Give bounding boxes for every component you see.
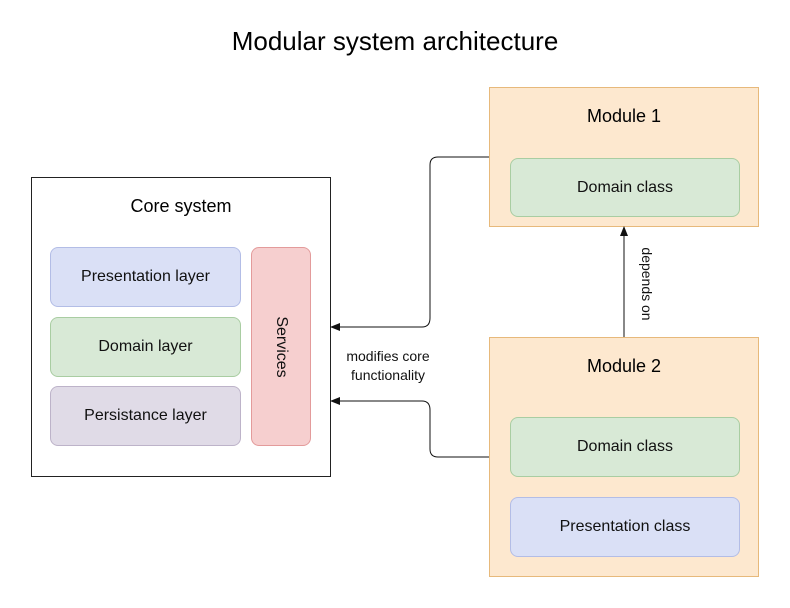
persistance-layer: Persistance layer [50, 386, 241, 446]
module-2-domain-class-label: Domain class [576, 438, 674, 455]
presentation-layer-label: Presentation layer [81, 268, 210, 285]
core-system-box: Core system Presentation layer Domain la… [31, 177, 331, 477]
diagram-title: Modular system architecture [231, 26, 559, 56]
module-2-domain-class: Domain class [510, 417, 740, 477]
domain-layer-label: Domain layer [98, 338, 193, 355]
module-1-title: Module 1 [586, 106, 662, 126]
module-2-to-core-arrow [330, 397, 489, 458]
module-2-presentation-class: Presentation class [510, 497, 740, 557]
depends-on-label: depends on [639, 247, 655, 321]
core-system-title: Core system [130, 196, 232, 216]
services-box: Services [251, 247, 311, 446]
module-1-domain-class-label: Domain class [576, 178, 674, 196]
domain-layer: Domain layer [50, 317, 241, 377]
module-1-to-core-arrow [330, 156, 489, 331]
module-2-presentation-class-label: Presentation class [559, 518, 691, 535]
modifies-core-label: modifies core functionality [332, 347, 444, 385]
module-1-domain-class: Domain class [510, 158, 740, 217]
persistance-layer-label: Persistance layer [84, 407, 207, 424]
module-2-box: Module 2 Domain class Presentation class [489, 337, 759, 577]
modifies-core-label-line1: modifies core [346, 348, 430, 364]
module-1-box: Module 1 Domain class [489, 87, 759, 227]
presentation-layer: Presentation layer [50, 247, 241, 307]
modifies-core-label-line2: functionality [351, 367, 425, 383]
module-2-title: Module 2 [586, 356, 662, 376]
